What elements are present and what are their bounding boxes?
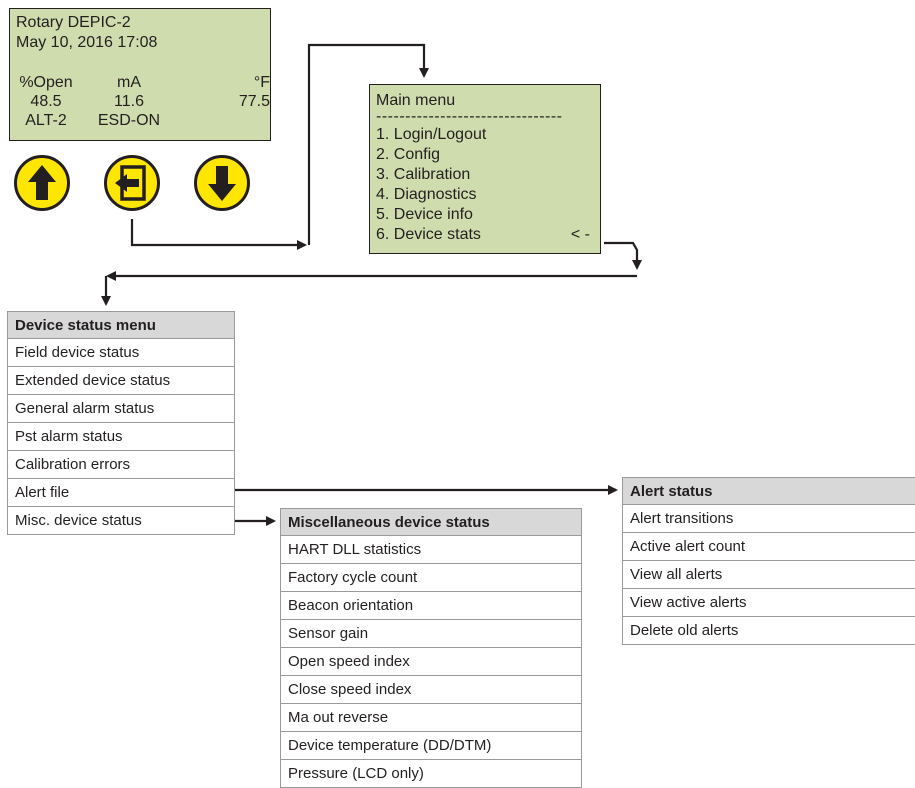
menu-item-open-speed-index[interactable]: Open speed index	[280, 648, 582, 676]
status-display: Rotary DEPIC-2 May 10, 2016 17:08 %Open …	[9, 8, 271, 141]
alert-status-title: Alert status	[622, 477, 915, 505]
menu-cursor: < -	[570, 226, 590, 243]
reading-value: 11.6	[114, 93, 144, 110]
menu-item-label: 6. Device stats	[376, 226, 481, 243]
menu-item-diagnostics[interactable]: 4. Diagnostics	[376, 186, 477, 203]
menu-item-field-device-status[interactable]: Field device status	[7, 339, 235, 367]
menu-item-factory-cycle-count[interactable]: Factory cycle count	[280, 564, 582, 592]
menu-item-device-info[interactable]: 5. Device info	[376, 206, 473, 223]
menu-item-misc-device-status[interactable]: Misc. device status	[7, 507, 235, 535]
menu-item-close-speed-index[interactable]: Close speed index	[280, 676, 582, 704]
menu-item-alert-transitions[interactable]: Alert transitions	[622, 505, 915, 533]
up-button[interactable]	[14, 155, 70, 211]
status-readings: %Open mA °F 48.5 11.6 77.5 ALT-2 ESD-ON	[18, 73, 272, 130]
reading-status	[184, 111, 272, 130]
device-status-menu: Device status menu Field device status E…	[7, 311, 235, 535]
menu-item-pst-alarm-status[interactable]: Pst alarm status	[7, 423, 235, 451]
down-button[interactable]	[194, 155, 250, 211]
menu-item-sensor-gain[interactable]: Sensor gain	[280, 620, 582, 648]
enter-button[interactable]	[104, 155, 160, 211]
reading-status: ESD-ON	[97, 112, 161, 129]
arrow-down-icon	[208, 166, 236, 201]
reading-header: mA	[117, 74, 141, 91]
misc-device-status-menu: Miscellaneous device status HART DLL sta…	[280, 508, 582, 788]
main-menu-separator: --------------------------------	[376, 111, 563, 125]
device-datetime: May 10, 2016 17:08	[16, 34, 158, 51]
arrow-up-icon	[28, 165, 56, 200]
menu-item-device-stats[interactable]: 6. Device stats < -	[376, 225, 594, 245]
menu-item-active-alert-count[interactable]: Active alert count	[622, 533, 915, 561]
connector-device-stats-out	[604, 241, 642, 270]
menu-item-alert-file[interactable]: Alert file	[7, 479, 235, 507]
reading-header: %Open	[19, 74, 73, 91]
reading-value: 77.5	[238, 93, 270, 110]
device-title: Rotary DEPIC-2	[16, 14, 131, 31]
reading-value: 48.5	[30, 93, 62, 110]
main-menu-title: Main menu	[376, 92, 456, 109]
menu-item-device-temperature[interactable]: Device temperature (DD/DTM)	[280, 732, 582, 760]
main-menu-display: Main menu ------------------------------…	[369, 84, 601, 254]
menu-item-login[interactable]: 1. Login/Logout	[376, 126, 487, 143]
reading-status: ALT-2	[25, 112, 67, 129]
menu-item-general-alarm-status[interactable]: General alarm status	[7, 395, 235, 423]
menu-item-calibration[interactable]: 3. Calibration	[376, 166, 471, 183]
enter-icon	[115, 165, 146, 201]
reading-header: °F	[253, 74, 270, 91]
menu-item-ma-out-reverse[interactable]: Ma out reverse	[280, 704, 582, 732]
menu-item-delete-old-alerts[interactable]: Delete old alerts	[622, 617, 915, 645]
alert-status-menu: Alert status Alert transitions Active al…	[622, 477, 915, 645]
menu-item-beacon-orientation[interactable]: Beacon orientation	[280, 592, 582, 620]
menu-item-extended-device-status[interactable]: Extended device status	[7, 367, 235, 395]
menu-item-config[interactable]: 2. Config	[376, 146, 441, 163]
connector-up-to-main-menu	[307, 43, 429, 245]
menu-item-hart-dll-statistics[interactable]: HART DLL statistics	[280, 536, 582, 564]
device-status-menu-title: Device status menu	[7, 311, 235, 339]
menu-item-view-active-alerts[interactable]: View active alerts	[622, 589, 915, 617]
menu-item-view-all-alerts[interactable]: View all alerts	[622, 561, 915, 589]
menu-item-calibration-errors[interactable]: Calibration errors	[7, 451, 235, 479]
misc-device-status-title: Miscellaneous device status	[280, 508, 582, 536]
connector-enter-to-main-menu	[130, 219, 307, 250]
